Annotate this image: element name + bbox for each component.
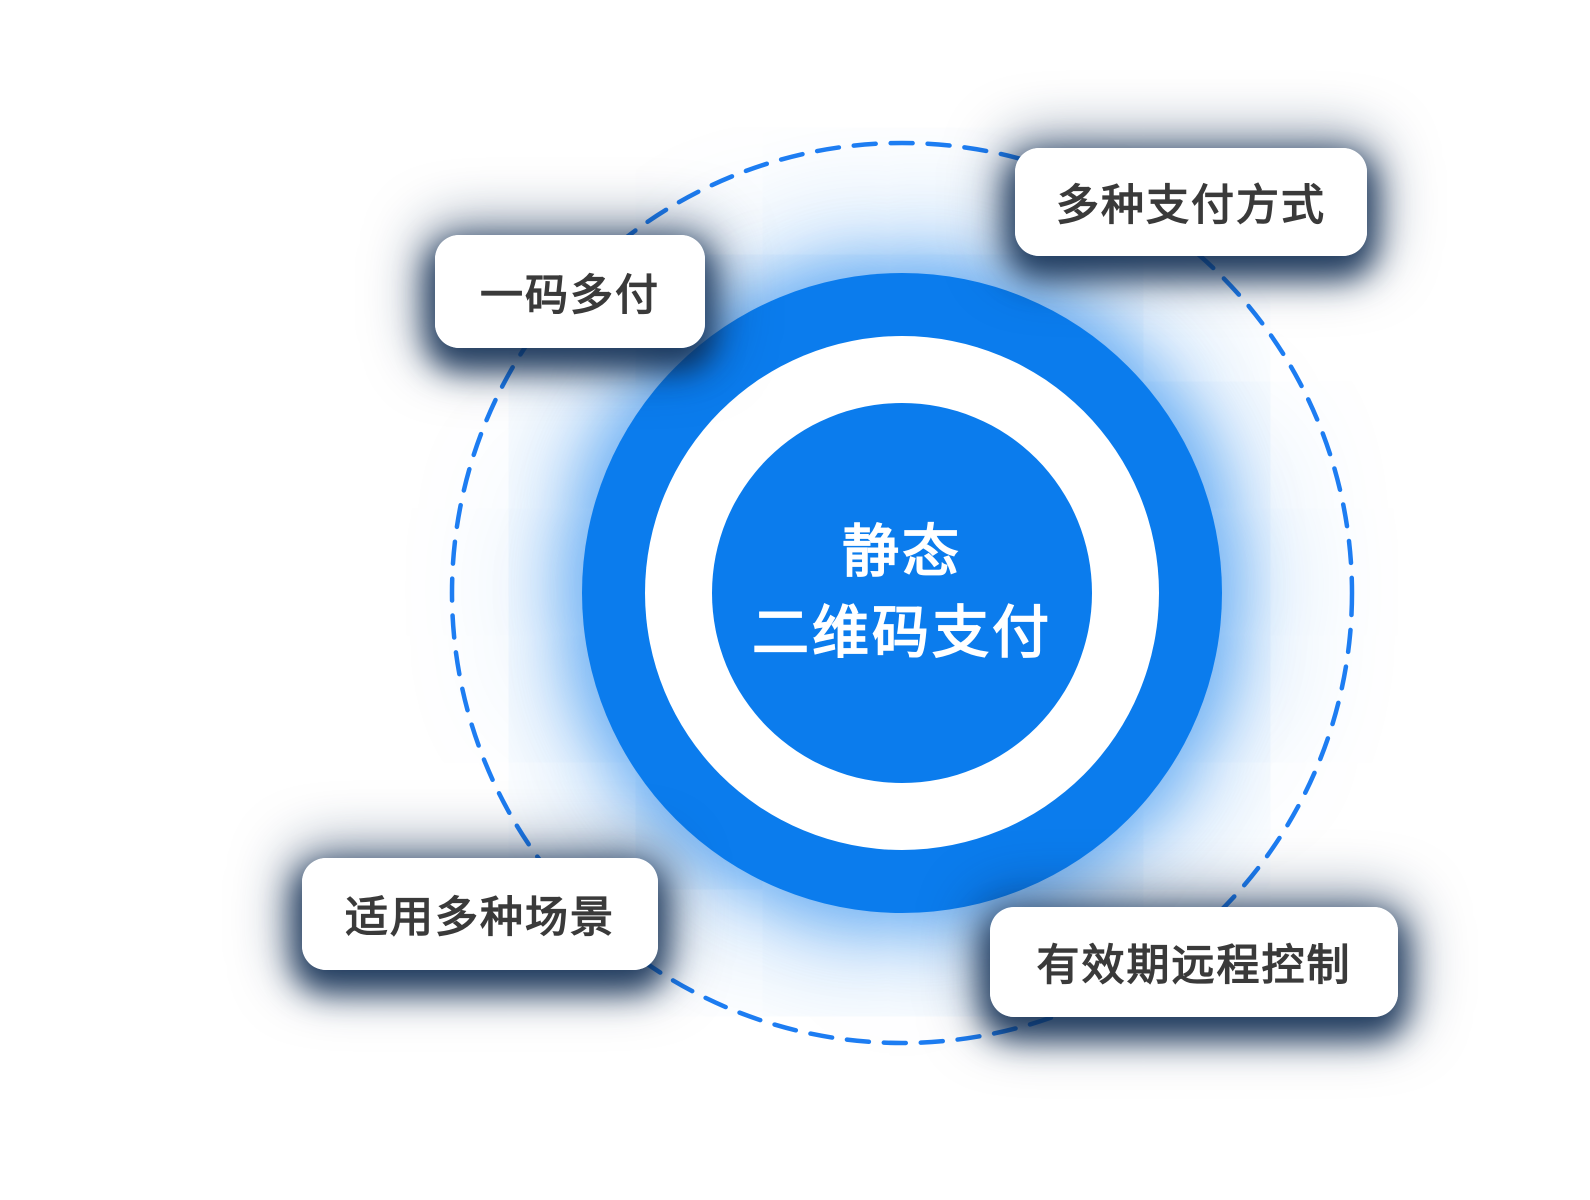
- center-title-line2: 二维码支付: [752, 601, 1052, 665]
- center-title-line1: 静态: [842, 520, 962, 585]
- center-circle-core: 静态 二维码支付: [712, 403, 1092, 783]
- center-circle-white-ring: 静态 二维码支付: [645, 336, 1159, 850]
- feature-card-multiple-payment-methods: 多种支付方式: [1015, 148, 1367, 256]
- center-circle-outer-ring: 静态 二维码支付: [582, 273, 1222, 913]
- feature-card-multiple-scenarios: 适用多种场景: [302, 858, 658, 970]
- feature-card-one-code-multi-pay: 一码多付: [435, 235, 705, 348]
- orbit-dashed-circle-path: [449, 140, 1355, 1046]
- feature-card-validity-remote-control: 有效期远程控制: [990, 907, 1398, 1017]
